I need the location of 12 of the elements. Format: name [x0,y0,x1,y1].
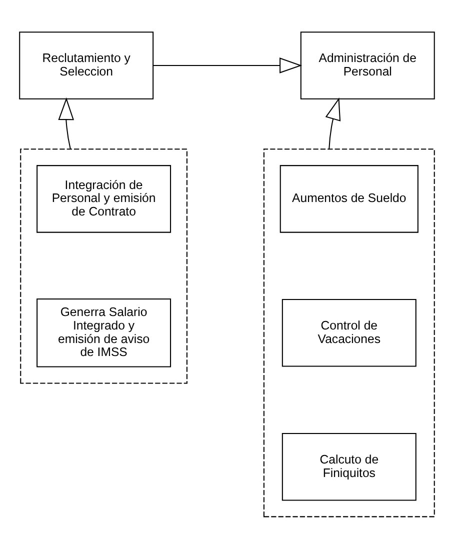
arrow [325,96,341,149]
arrow [153,57,302,73]
node-box: Reclutamiento y Seleccion [19,31,154,99]
node-box: Administración de Personal [300,31,435,99]
cluster [20,148,188,384]
node-box: Control de Vacaciones [282,298,416,366]
arrow [58,96,74,149]
node-box: Generra Salario Integrado y emisión de aviso de IMSS [36,298,172,367]
node-box: Calcuto de Finiquitos [282,432,416,500]
cluster [263,148,435,517]
node-box: Integración de Personal y emisión de Contrato [36,164,172,232]
node-box: Aumentos de Sueldo [280,164,418,232]
